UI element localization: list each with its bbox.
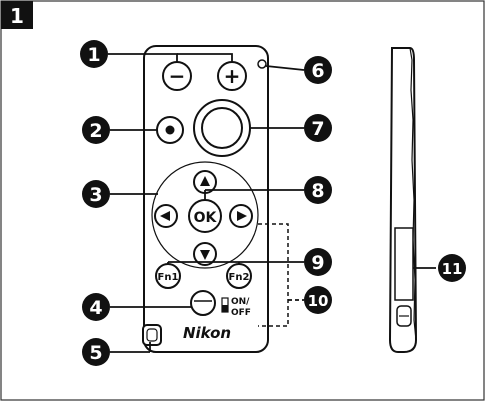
power-switch-button[interactable] xyxy=(190,290,216,316)
figure-number: 1 xyxy=(10,4,24,28)
svg-text:1: 1 xyxy=(87,44,100,66)
multi-selector-left[interactable] xyxy=(154,204,178,228)
svg-text:8: 8 xyxy=(311,180,324,202)
figure-number-tag xyxy=(1,1,33,29)
callout-6: 6 xyxy=(304,56,332,84)
svg-text:6: 6 xyxy=(311,60,324,82)
callout-5: 5 xyxy=(82,338,110,366)
svg-text:3: 3 xyxy=(89,184,102,206)
callout-3: 3 xyxy=(82,180,110,208)
svg-text:2: 2 xyxy=(89,120,102,142)
fn2-label: Fn2 xyxy=(229,272,250,283)
movie-record-button[interactable] xyxy=(156,116,184,144)
callout-4: 4 xyxy=(82,293,110,321)
shutter-release-button[interactable] xyxy=(193,99,251,157)
ok-label: OK xyxy=(194,210,218,226)
callout-11: 11 xyxy=(438,254,466,282)
svg-text:10: 10 xyxy=(308,292,329,310)
callout-9: 9 xyxy=(304,248,332,276)
ok-button[interactable]: OK xyxy=(188,199,222,233)
svg-text:11: 11 xyxy=(442,260,463,278)
switch-label-off: OFF xyxy=(231,308,251,318)
svg-text:7: 7 xyxy=(311,118,324,140)
callout-8: 8 xyxy=(304,176,332,204)
leader-lines xyxy=(108,53,436,353)
zoom-plus-button[interactable]: + xyxy=(217,61,247,91)
plus-label: + xyxy=(224,64,241,88)
switch-label-on: ON/ xyxy=(231,297,250,307)
fn1-button[interactable]: Fn1 xyxy=(155,263,181,289)
fn2-button[interactable]: Fn2 xyxy=(226,263,252,289)
fn1-label: Fn1 xyxy=(158,272,179,283)
multi-selector-right[interactable] xyxy=(229,204,253,228)
callout-1: 1 xyxy=(80,40,108,68)
record-dot-icon xyxy=(165,125,175,135)
svg-text:4: 4 xyxy=(89,297,102,319)
callout-2: 2 xyxy=(82,116,110,144)
zoom-minus-button[interactable]: − xyxy=(162,61,192,91)
remote-front: − + xyxy=(142,45,269,353)
status-led xyxy=(257,59,267,69)
brand-logo: Nikon xyxy=(183,324,231,342)
remote-side xyxy=(388,47,418,353)
arrow-down-icon xyxy=(200,250,210,260)
minus-label: − xyxy=(169,64,186,88)
battery-cover xyxy=(394,227,414,301)
power-switch-indicator xyxy=(221,297,229,313)
bracket-10 xyxy=(258,223,289,327)
multi-selector-down[interactable] xyxy=(193,242,217,266)
arrow-up-icon xyxy=(200,176,210,186)
svg-text:5: 5 xyxy=(89,342,102,364)
arrow-left-icon xyxy=(160,211,170,221)
callout-10: 10 xyxy=(304,286,332,314)
callout-7: 7 xyxy=(304,114,332,142)
arrow-right-icon xyxy=(237,211,247,221)
svg-text:9: 9 xyxy=(311,252,324,274)
